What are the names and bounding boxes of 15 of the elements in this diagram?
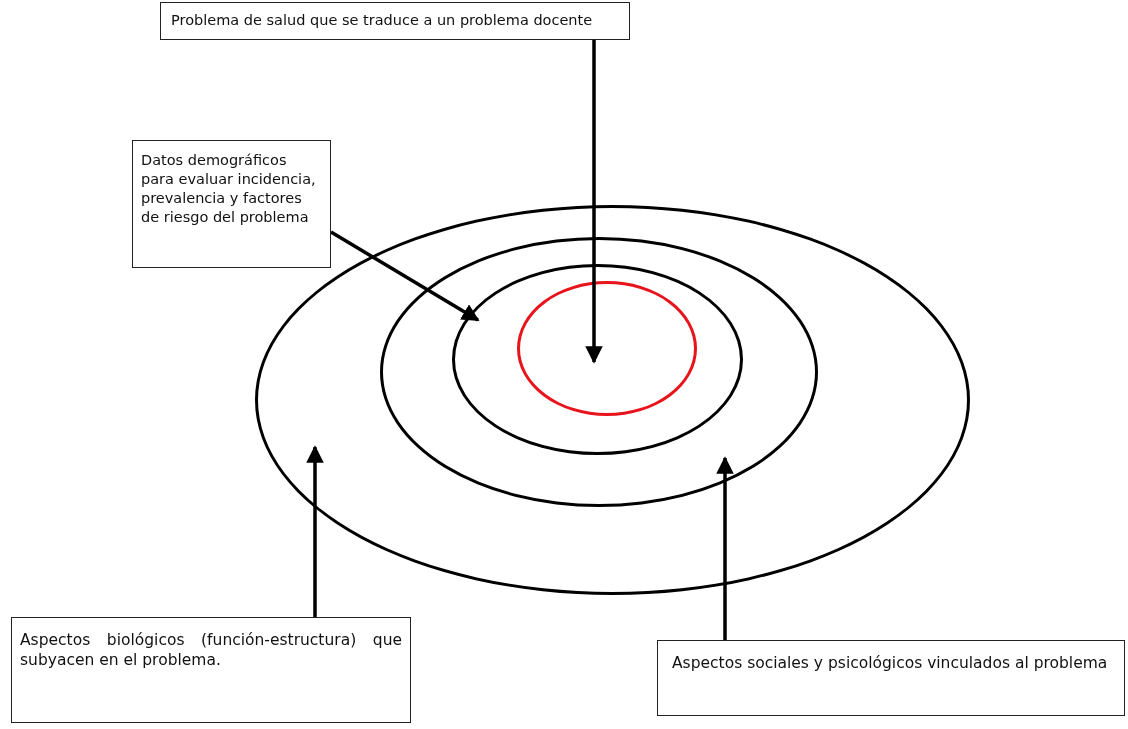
callout-box [11,617,411,723]
arrow [716,456,734,640]
callout-text: Aspectos sociales y psicológicos vinculados al problema [672,653,1109,674]
callout-box [132,140,331,268]
callout-text: Aspectos biológicos (función-estructura) que subyacen en el problema. [20,630,402,671]
ring-ellipse [380,237,818,507]
arrow [330,230,480,322]
callout-box [657,640,1125,716]
callout-text: Datos demográficos para evaluar incidencia, prevalencia y factores de riesgo del problema [141,151,317,227]
arrow [306,445,324,617]
callout-text: Problema de salud que se traduce a un problema docente [171,11,594,30]
arrow [585,40,603,364]
ring-ellipse [452,264,743,455]
center-ellipse [517,281,697,416]
callout-box [160,2,630,40]
